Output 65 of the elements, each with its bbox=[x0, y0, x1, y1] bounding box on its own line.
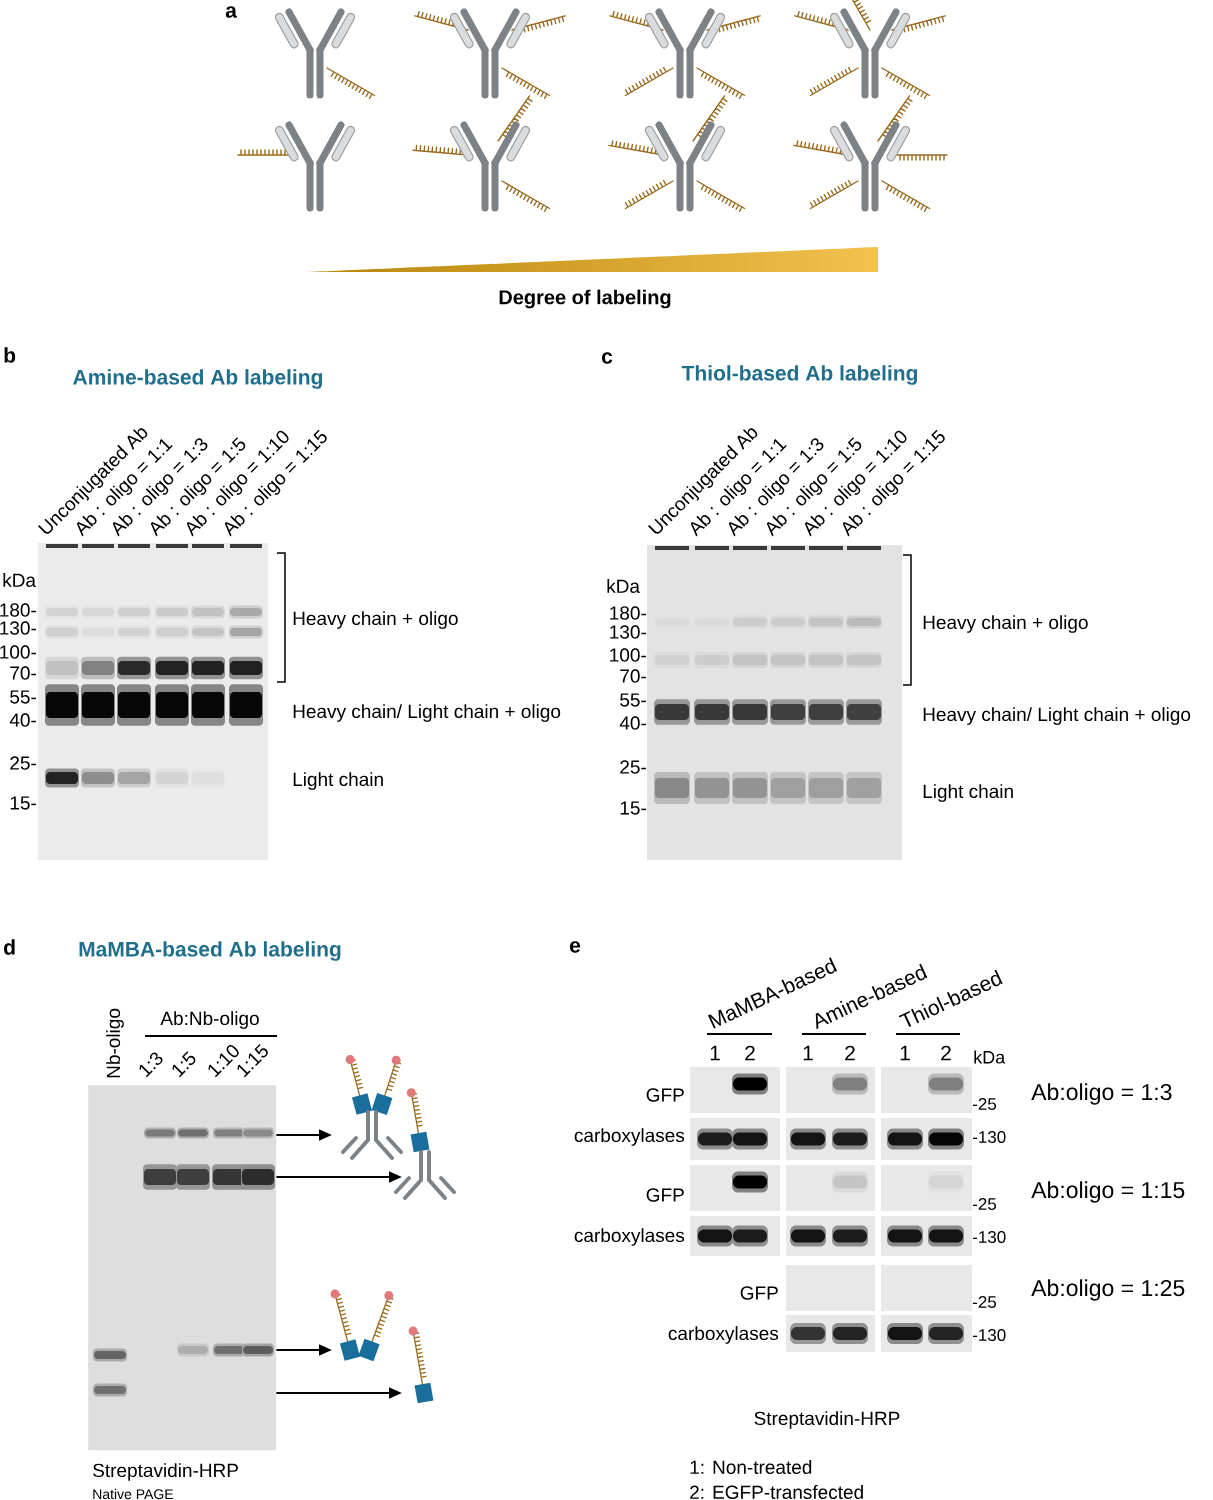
lane-number: 1 bbox=[900, 1045, 910, 1061]
marker-label: -25 bbox=[972, 1198, 997, 1211]
lane-number: 2 bbox=[845, 1045, 855, 1061]
gel-drawing bbox=[88, 1085, 277, 1451]
marker-label: -130 bbox=[972, 1329, 1006, 1342]
detection-label: Streptavidin-HRP bbox=[754, 1411, 900, 1429]
panel-title: Amine-based Ab labeling bbox=[73, 369, 322, 389]
panel-title: Thiol-based Ab labeling bbox=[681, 365, 917, 385]
unit-label: kDa bbox=[974, 1050, 1006, 1064]
marker-label: 25- bbox=[620, 760, 646, 774]
group-label: Ab:Nb-oligo bbox=[160, 1011, 259, 1029]
scale-label: Degree of labeling bbox=[499, 289, 671, 309]
marker-label: 15- bbox=[10, 796, 36, 810]
marker-label: -130 bbox=[972, 1131, 1006, 1144]
marker-label: -25 bbox=[972, 1296, 997, 1309]
marker-label: 70- bbox=[620, 669, 646, 683]
panel-letter: c bbox=[602, 352, 613, 364]
marker-label: 40- bbox=[619, 716, 646, 730]
marker-label: -130 bbox=[972, 1231, 1006, 1244]
marker-label: 55- bbox=[10, 690, 36, 704]
marker-label: 100- bbox=[0, 645, 36, 659]
gel-type-label: Native PAGE bbox=[93, 1488, 174, 1500]
band-label: Light chain bbox=[293, 772, 383, 790]
marker-label: -25 bbox=[972, 1098, 997, 1111]
condition-label: Ab:oligo = 1:25 bbox=[1031, 1279, 1185, 1301]
blot-label: carboxylases bbox=[668, 1326, 779, 1344]
blot-label: GFP bbox=[646, 1088, 684, 1102]
lane-number: 1 bbox=[803, 1045, 813, 1061]
blot-label: GFP bbox=[740, 1286, 778, 1300]
key-label: 2: EGFP-transfected bbox=[690, 1485, 863, 1499]
unit-label: kDa bbox=[607, 579, 640, 593]
band-label: Heavy chain/ Light chain + oligo bbox=[923, 707, 1191, 725]
marker-label: 180- bbox=[0, 603, 36, 617]
panel-letter: b bbox=[4, 347, 16, 363]
lane-number: 1 bbox=[710, 1045, 720, 1061]
blot-label: carboxylases bbox=[574, 1228, 685, 1246]
condition-label: Ab:oligo = 1:15 bbox=[1031, 1181, 1185, 1203]
nanobody-oligo-drawing bbox=[408, 1326, 434, 1404]
panel-title: MaMBA-based Ab labeling bbox=[79, 941, 341, 961]
key-label: 1: Non-treated bbox=[690, 1460, 812, 1474]
marker-label: 55- bbox=[620, 693, 646, 707]
antibody-nanobody-drawing bbox=[394, 1088, 456, 1200]
marker-label: 100- bbox=[610, 648, 646, 662]
band-label: Heavy chain/ Light chain + oligo bbox=[293, 704, 561, 722]
marker-label: 15- bbox=[620, 801, 646, 815]
condition-label: Ab:oligo = 1:3 bbox=[1031, 1083, 1172, 1105]
nanobody-dimer-drawing bbox=[330, 1289, 394, 1362]
marker-label: 130- bbox=[610, 625, 646, 639]
blot-label: carboxylases bbox=[574, 1128, 685, 1146]
antibody-nanobody-drawing bbox=[341, 1055, 403, 1160]
band-label: Heavy chain + oligo bbox=[923, 615, 1088, 633]
marker-label: 130- bbox=[0, 621, 36, 635]
band-label: Light chain bbox=[923, 784, 1013, 802]
marker-label: 70- bbox=[10, 666, 36, 680]
unit-label: kDa bbox=[3, 573, 36, 587]
blot-label: GFP bbox=[646, 1188, 684, 1202]
lane-number: 2 bbox=[941, 1045, 951, 1061]
lane-number: 2 bbox=[745, 1045, 755, 1061]
panel-letter: e bbox=[570, 941, 581, 953]
marker-label: 25- bbox=[10, 756, 36, 770]
marker-label: 40- bbox=[9, 713, 36, 727]
marker-label: 180- bbox=[610, 606, 646, 620]
panel-letter: a bbox=[225, 6, 237, 18]
band-label: Heavy chain + oligo bbox=[293, 611, 458, 629]
panel-letter: d bbox=[4, 939, 15, 955]
